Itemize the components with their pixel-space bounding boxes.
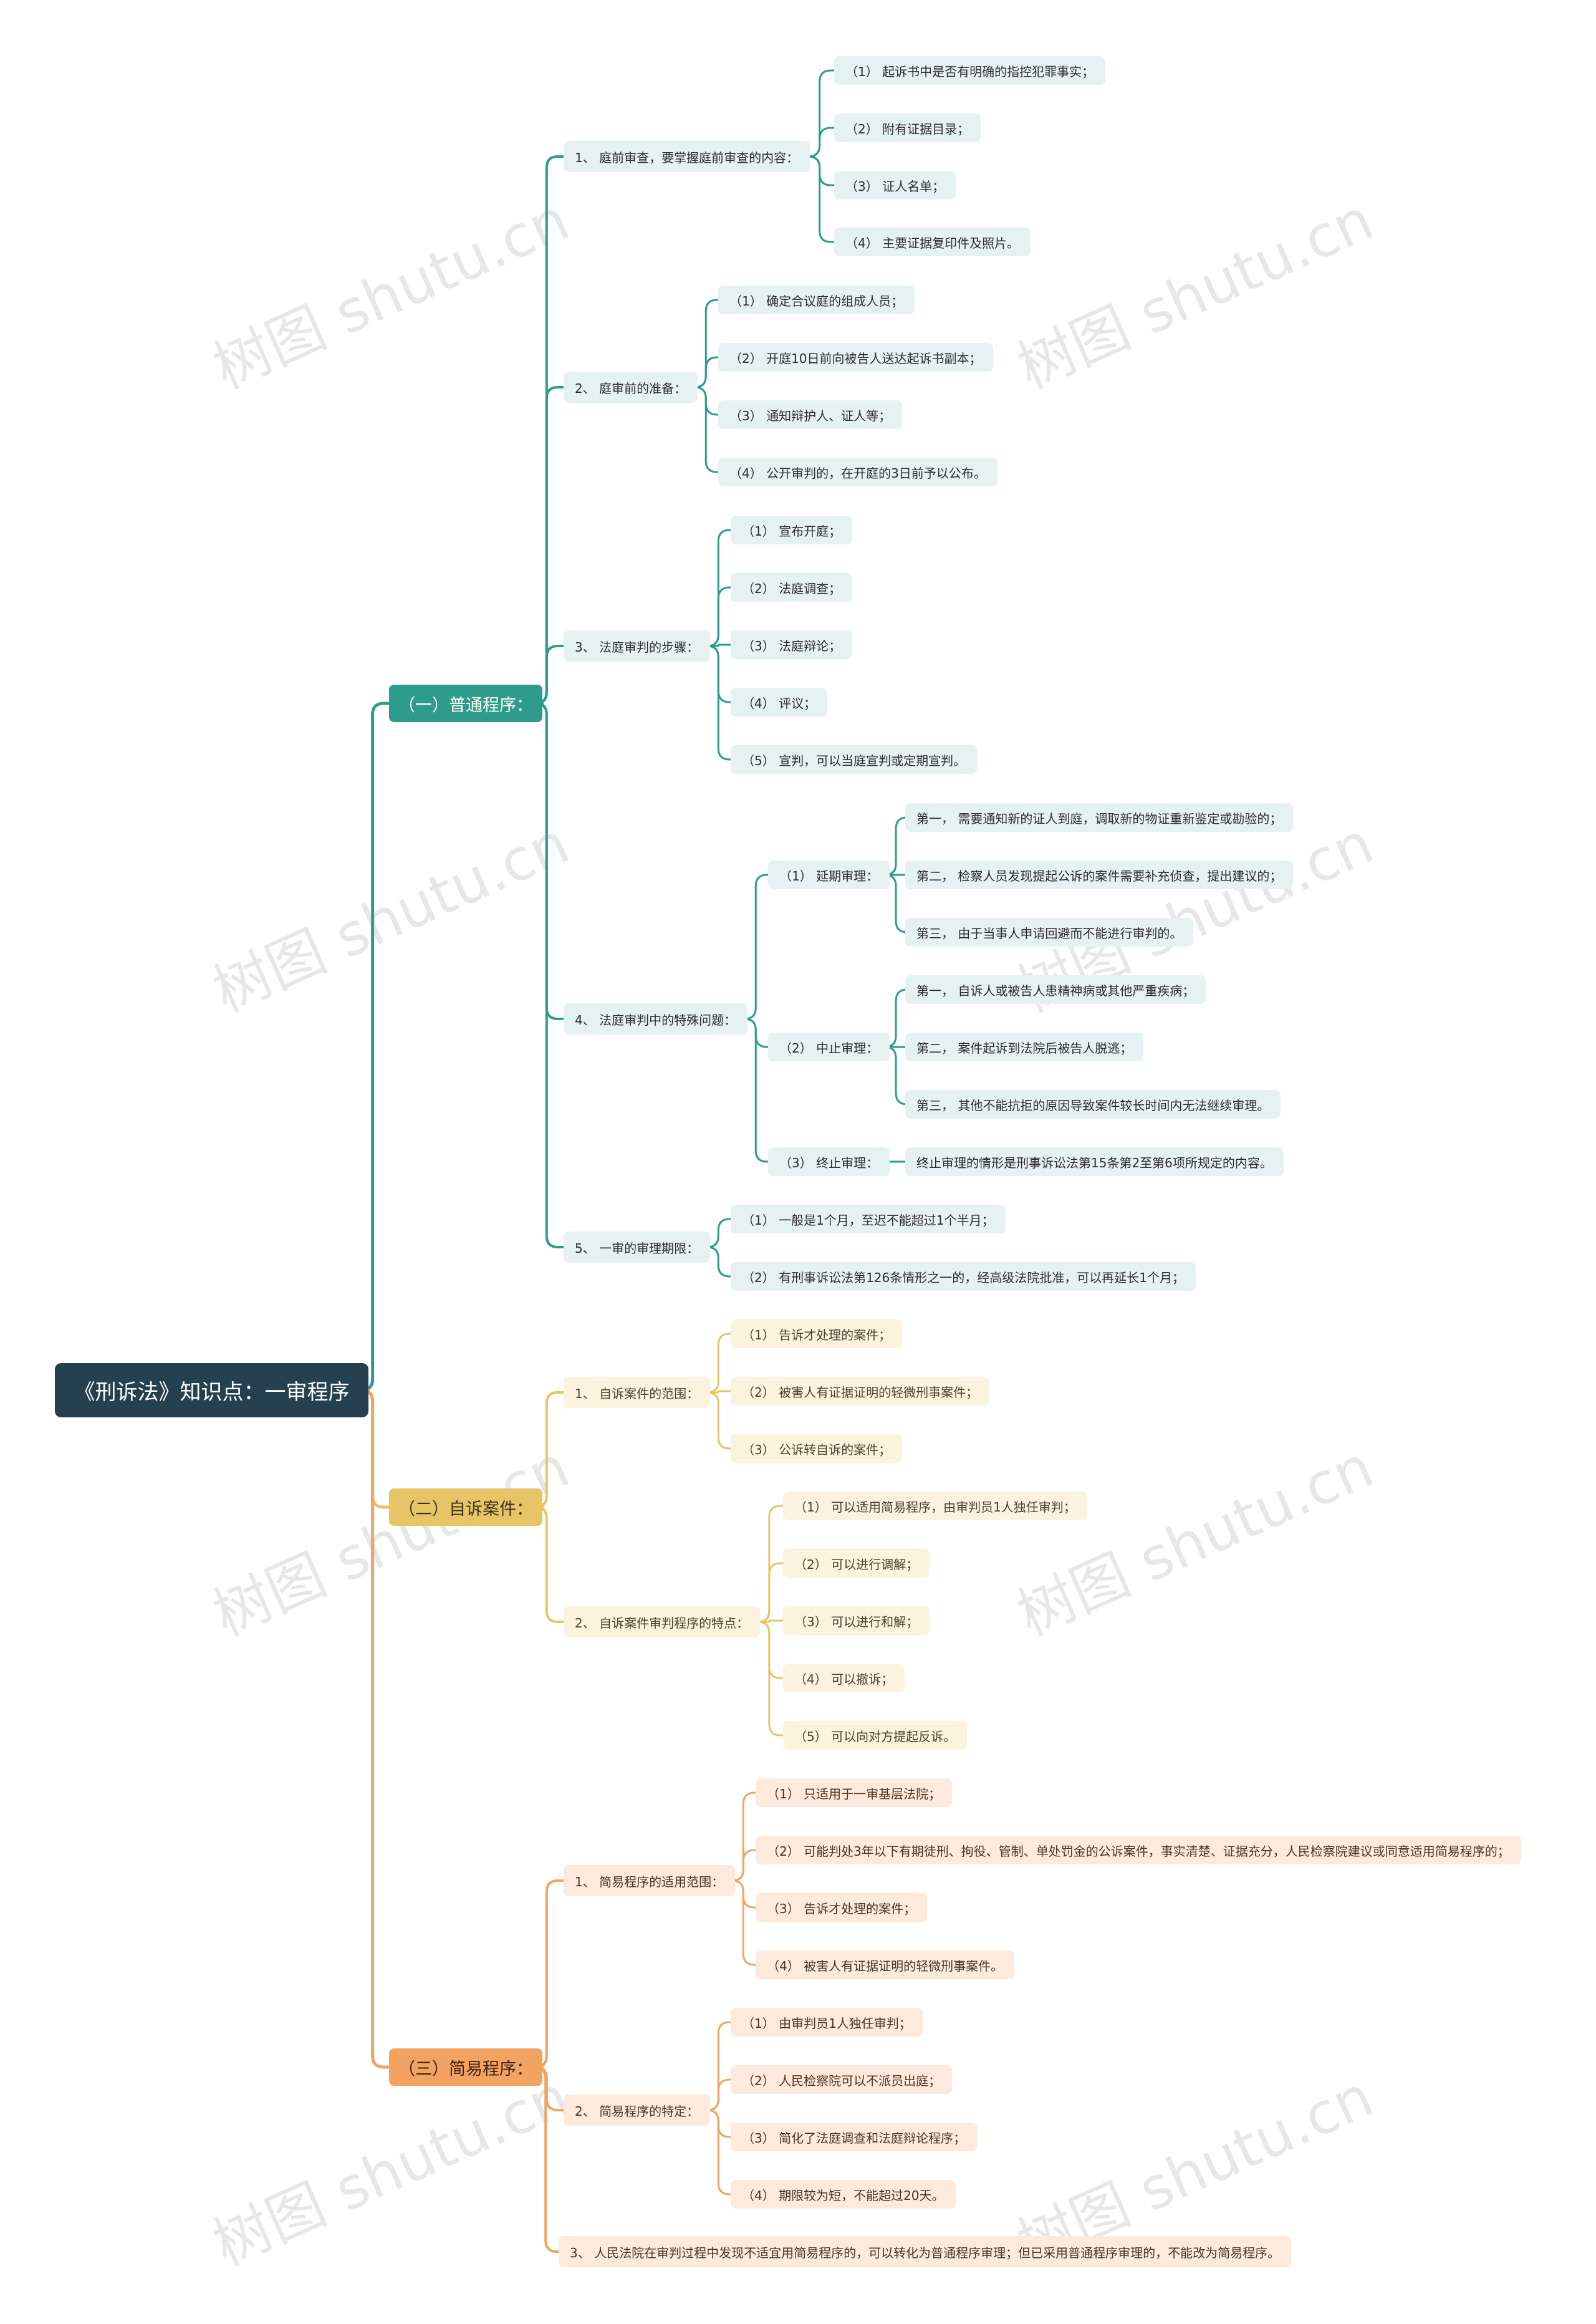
item-evidence-copies[interactable]: （4） 主要证据复印件及照片。 (834, 228, 1031, 256)
item-postpone-reason-3[interactable]: 第三， 由于当事人申请回避而不能进行审判的。 (905, 918, 1194, 947)
item-summary-sole-judge[interactable]: （1） 可以适用简易程序，由审判员1人独任审判； (783, 1492, 1087, 1520)
connector-line (707, 1218, 732, 1248)
connector-line (757, 1562, 784, 1623)
connector-line (744, 874, 769, 1020)
root-topic[interactable]: 《刑诉法》知识点：一审程序 (55, 1363, 368, 1417)
topic-special-issues[interactable]: 4、 法庭审判中的特殊问题： (564, 1003, 748, 1034)
item-notify-defenders[interactable]: （3） 通知辩护人、证人等； (718, 400, 903, 429)
connector-line (707, 1391, 732, 1450)
connector-line (744, 1018, 769, 1163)
connector-line (759, 1619, 784, 1623)
connector-line (534, 2066, 560, 2253)
connector-line (757, 1621, 784, 1737)
connector-line (808, 155, 835, 243)
connector-line (535, 702, 565, 1248)
item-time-limit-1[interactable]: （1） 一般是1个月，至迟不能超过1个半月； (731, 1205, 1006, 1233)
connector-line (707, 586, 732, 647)
connector-line (757, 1621, 784, 1679)
branch-ordinary-procedure[interactable]: （一）普通程序： (389, 685, 542, 722)
item-serve-indictment[interactable]: （2） 开庭10日前向被告人送达起诉书副本； (718, 343, 993, 372)
item-no-prosecutor[interactable]: （2） 人民检察院可以不派员出庭； (731, 2065, 953, 2094)
connector-line (707, 645, 732, 761)
connector-line (695, 356, 719, 388)
connector-line (709, 644, 732, 647)
item-public-notice[interactable]: （4） 公开审判的，在开庭的3日前予以公布。 (718, 458, 998, 486)
item-terminate-reason[interactable]: 终止审理的情形是刑事诉讼法第15条第2至第6项所规定的内容。 (905, 1147, 1284, 1176)
item-eligible-public-cases[interactable]: （2） 可能判处3年以下有期徒刑、拘役、管制、单处罚金的公诉案件，事实清楚、证据… (756, 1836, 1521, 1864)
item-time-limit-2[interactable]: （2） 有刑事诉讼法第126条情形之一的，经高级法院批准，可以再延长1个月； (731, 1262, 1196, 1291)
connector-line (361, 1389, 391, 2069)
item-indictment-facts[interactable]: （1） 起诉书中是否有明确的指控犯罪事实； (834, 56, 1106, 85)
connector-line (707, 1246, 732, 1278)
topic-summary-features[interactable]: 2、 简易程序的特定： (564, 2095, 711, 2126)
item-terminated-trial[interactable]: （3） 终止审理： (768, 1147, 890, 1176)
branch-summary-procedure[interactable]: （三）简易程序： (389, 2048, 542, 2086)
topic-procedure-conversion[interactable]: 3、 人民法院在审判过程中发现不适宜用简易程序的，可以转化为普通程序审理；但已采… (559, 2236, 1292, 2267)
branch-private-prosecution[interactable]: （二）自诉案件： (389, 1488, 542, 1526)
topic-trial-time-limit[interactable]: 5、 一审的审理期限： (564, 1232, 711, 1263)
item-judgment[interactable]: （5） 宣判，可以当庭宣判或定期宣判。 (731, 745, 978, 774)
item-mediation[interactable]: （2） 可以进行调解； (783, 1549, 930, 1578)
item-withdraw[interactable]: （4） 可以撤诉； (783, 1664, 905, 1692)
item-open-court[interactable]: （1） 宣布开庭； (731, 516, 853, 544)
item-simplified-procedure[interactable]: （3） 简化了法庭调查和法庭辩论程序； (731, 2123, 978, 2151)
item-counterclaim[interactable]: （5） 可以向对方提起反诉。 (783, 1721, 968, 1750)
topic-pretrial-review[interactable]: 1、 庭前审查，要掌握庭前审查的内容： (564, 141, 810, 172)
connector-line (707, 1333, 732, 1394)
item-suspend-reason-1[interactable]: 第一， 自诉人或被告人患精神病或其他严重疾病； (905, 975, 1206, 1004)
item-minor-criminal-cases[interactable]: （2） 被害人有证据证明的轻微刑事案件； (731, 1377, 990, 1405)
item-basic-court-only[interactable]: （1） 只适用于一审基层法院； (756, 1778, 953, 1807)
topic-summary-scope[interactable]: 1、 简易程序的适用范围： (564, 1865, 736, 1896)
item-short-time-limit[interactable]: （4） 期限较为短，不能超过20天。 (731, 2180, 956, 2209)
item-public-to-private[interactable]: （3） 公诉转自诉的案件； (731, 1434, 903, 1463)
connector-line (535, 702, 565, 1020)
item-evidence-list[interactable]: （2） 附有证据目录； (834, 113, 981, 142)
item-postponed-trial[interactable]: （1） 延期审理： (768, 861, 890, 889)
connector-line (808, 127, 835, 158)
connector-line (707, 2078, 732, 2111)
connector-line (707, 2109, 732, 2196)
connector-line (808, 69, 835, 158)
connector-line (535, 386, 565, 705)
item-summary-complaint-cases[interactable]: （3） 告诉才处理的案件； (756, 1893, 928, 1922)
topic-private-features[interactable]: 2、 自诉案件审判程序的特点： (564, 1606, 761, 1637)
connector-line (695, 386, 719, 473)
topic-private-scope[interactable]: 1、 自诉案件的范围： (564, 1377, 711, 1408)
item-summary-minor-cases[interactable]: （4） 被害人有证据证明的轻微刑事案件。 (756, 1950, 1015, 1979)
item-witness-list[interactable]: （3） 证人名单； (834, 171, 956, 200)
connector-line (361, 702, 391, 1392)
connector-line (808, 155, 835, 186)
connector-line (732, 1849, 757, 1882)
item-postpone-reason-2[interactable]: 第二， 检察人员发现提起公诉的案件需要补充侦查，提出建议的； (905, 861, 1294, 889)
item-court-debate[interactable]: （3） 法庭辩论； (731, 630, 853, 659)
item-court-investigation[interactable]: （2） 法庭调查； (731, 573, 853, 602)
connector-line (535, 155, 565, 705)
item-suspend-reason-3[interactable]: 第三， 其他不能抗拒的原因导致案件较长时间内无法继续审理。 (905, 1090, 1281, 1119)
connector-line (535, 1879, 565, 2068)
item-postpone-reason-1[interactable]: 第一， 需要通知新的证人到庭，调取新的物证重新鉴定或勘验的； (905, 803, 1294, 832)
item-deliberation[interactable]: （4） 评议； (731, 688, 828, 716)
connector-line (709, 1390, 732, 1394)
topic-trial-preparation[interactable]: 2、 庭审前的准备： (564, 372, 698, 403)
item-suspend-reason-2[interactable]: 第二， 案件起诉到法院后被告人脱逃； (905, 1033, 1144, 1061)
topic-trial-steps[interactable]: 3、 法庭审判的步骤： (564, 630, 711, 662)
item-complaint-cases[interactable]: （1） 告诉才处理的案件； (731, 1319, 903, 1348)
item-settlement[interactable]: （3） 可以进行和解； (783, 1606, 930, 1635)
item-collegial-panel[interactable]: （1） 确定合议庭的组成人员； (718, 286, 915, 314)
item-suspended-trial[interactable]: （2） 中止审理： (768, 1033, 890, 1061)
item-sole-judge[interactable]: （1） 由审判员1人独任审判； (731, 2008, 923, 2037)
connector-line (732, 1879, 757, 1966)
